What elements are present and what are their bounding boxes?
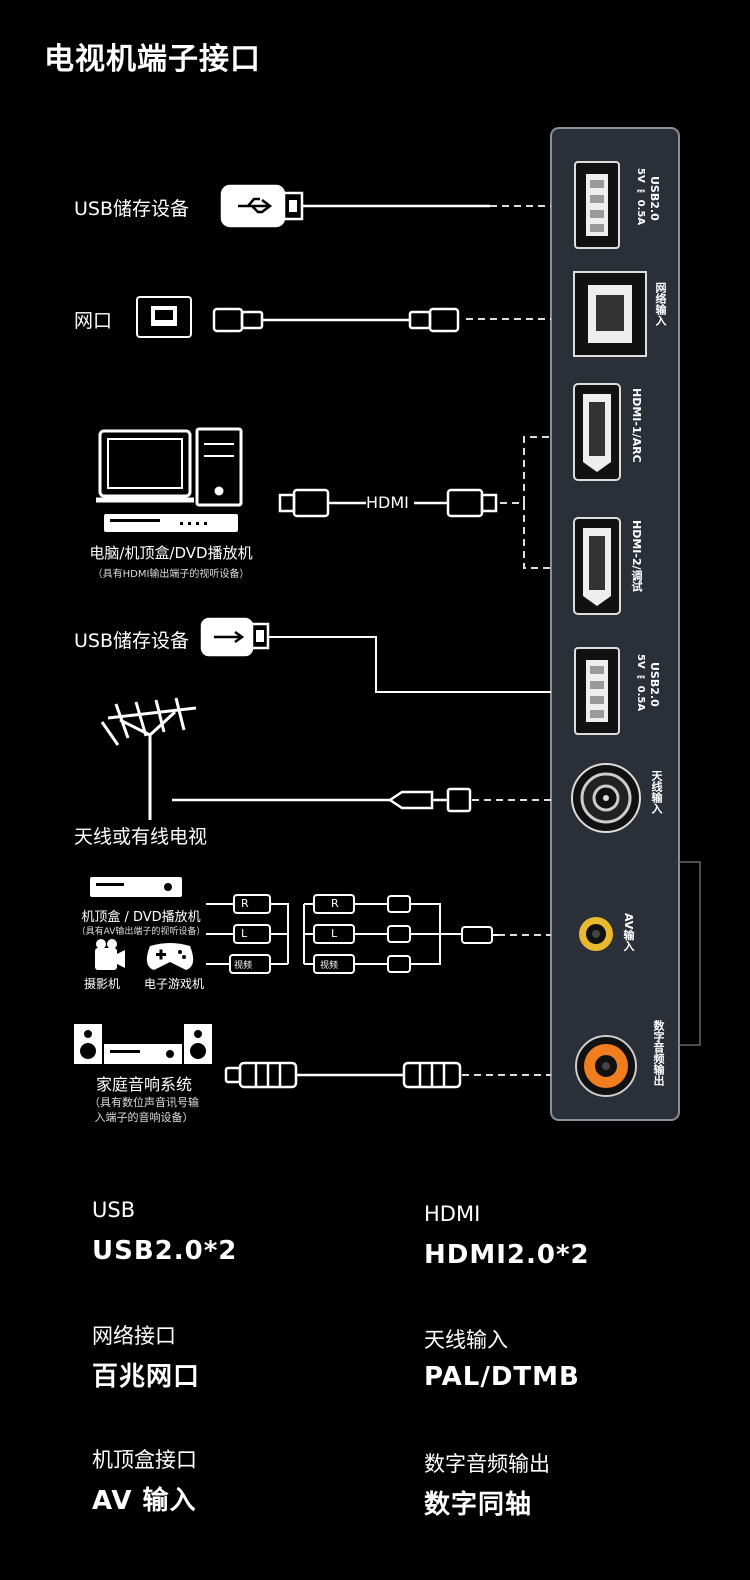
receiver-icon [104, 1044, 182, 1064]
lan-device-icon [136, 296, 192, 338]
antenna-port [571, 763, 641, 833]
av-l-label: L [241, 927, 248, 940]
spec-hdmi-value: HDMI2.0*2 [424, 1240, 590, 1270]
av-video-label-2: 视频 [320, 961, 339, 971]
coaxial-audio-cable [224, 1061, 462, 1089]
lan-cable [212, 307, 460, 333]
coax-cable [172, 787, 472, 813]
gamepad-icon [146, 943, 194, 970]
antenna-device-label: 天线或有线电视 [74, 826, 208, 848]
av-port [579, 917, 613, 951]
spec-network-value: 百兆网口 [92, 1362, 201, 1392]
usb-device-label-2: USB储存设备 [74, 630, 190, 652]
av-cables [206, 894, 498, 974]
spdif-port [575, 1035, 637, 1097]
usb-port-2-label: USB2.0 [648, 662, 661, 707]
hdmi-port-2 [573, 517, 621, 615]
spec-audio-value: 数字同轴 [424, 1490, 533, 1520]
spdif-port-label: 数字音频输出 [652, 1020, 665, 1086]
spec-network-key: 网络接口 [92, 1324, 176, 1348]
av-r-label-2: R [331, 897, 339, 910]
hdmi-port-1-label: HDMI-1/ARC [630, 388, 643, 463]
antenna-port-label: 天线输入 [650, 770, 663, 814]
usb-symbol-icon [214, 630, 245, 644]
lan-device-label: 网口 [74, 310, 113, 332]
home-theater-sublabel-2: 入端子的音响设备） [94, 1111, 194, 1124]
pc-device-sublabel: （具有HDMI输出端子的视听设备） [92, 569, 250, 580]
lan-port-label: 网络输入 [654, 282, 667, 326]
hdmi-port-2-label: HDMI-2/调试 [630, 520, 643, 592]
hdmi-cable [278, 488, 498, 518]
av-l-label-2: L [331, 927, 338, 940]
spec-antenna-key: 天线输入 [424, 1328, 508, 1352]
usb-stick-2 [200, 617, 551, 693]
speaker-left-icon [74, 1024, 102, 1064]
usb-port-1-power: 5V ⎓ 0.5A [635, 168, 646, 226]
tv-side-panel [550, 127, 680, 1121]
camcorder-icon [95, 939, 125, 970]
lan-port [573, 271, 647, 357]
spec-usb-key: USB [92, 1198, 136, 1222]
antenna-icon [100, 697, 197, 820]
spec-stb-value: AV 输入 [92, 1486, 197, 1516]
spec-audio-key: 数字音频输出 [424, 1452, 550, 1476]
av-r-label: R [241, 897, 249, 910]
speaker-right-icon [184, 1024, 212, 1064]
av-port-label: AV输入 [622, 913, 635, 952]
home-theater-label: 家庭音响系统 [95, 1075, 192, 1094]
pc-device-label: 电脑/机顶盒/DVD播放机 [89, 544, 253, 562]
stb-icon [90, 877, 182, 897]
usb-symbol-icon [238, 197, 273, 214]
usb-port-1-label: USB2.0 [648, 176, 661, 221]
computer-icon [96, 427, 243, 507]
game-console-label: 电子游戏机 [144, 977, 205, 991]
av-video-label: 视频 [234, 961, 253, 971]
camcorder-label: 摄影机 [84, 977, 121, 991]
usb-device-label-1: USB储存设备 [74, 198, 190, 220]
usb-port-2-power: 5V ⎓ 0.5A [635, 654, 646, 712]
hdmi-cable-label: HDMI [366, 493, 409, 512]
home-theater-sublabel-1: （具有数位声音讯号输 [89, 1096, 199, 1109]
stb-device-label: 机顶盒 / DVD播放机 [81, 910, 201, 925]
spec-antenna-value: PAL/DTMB [424, 1362, 580, 1392]
usb-port-1 [574, 161, 620, 249]
spec-hdmi-key: HDMI [424, 1202, 481, 1226]
hdmi-port-1 [573, 383, 621, 481]
page-title: 电视机端子接口 [44, 42, 261, 77]
spec-usb-value: USB2.0*2 [92, 1236, 238, 1266]
usb-port-2 [574, 647, 620, 735]
dvd-player-icon [104, 514, 238, 532]
stb-device-sublabel: （具有AV输出端子的视听设备） [76, 927, 206, 937]
spec-stb-key: 机顶盒接口 [92, 1448, 197, 1472]
